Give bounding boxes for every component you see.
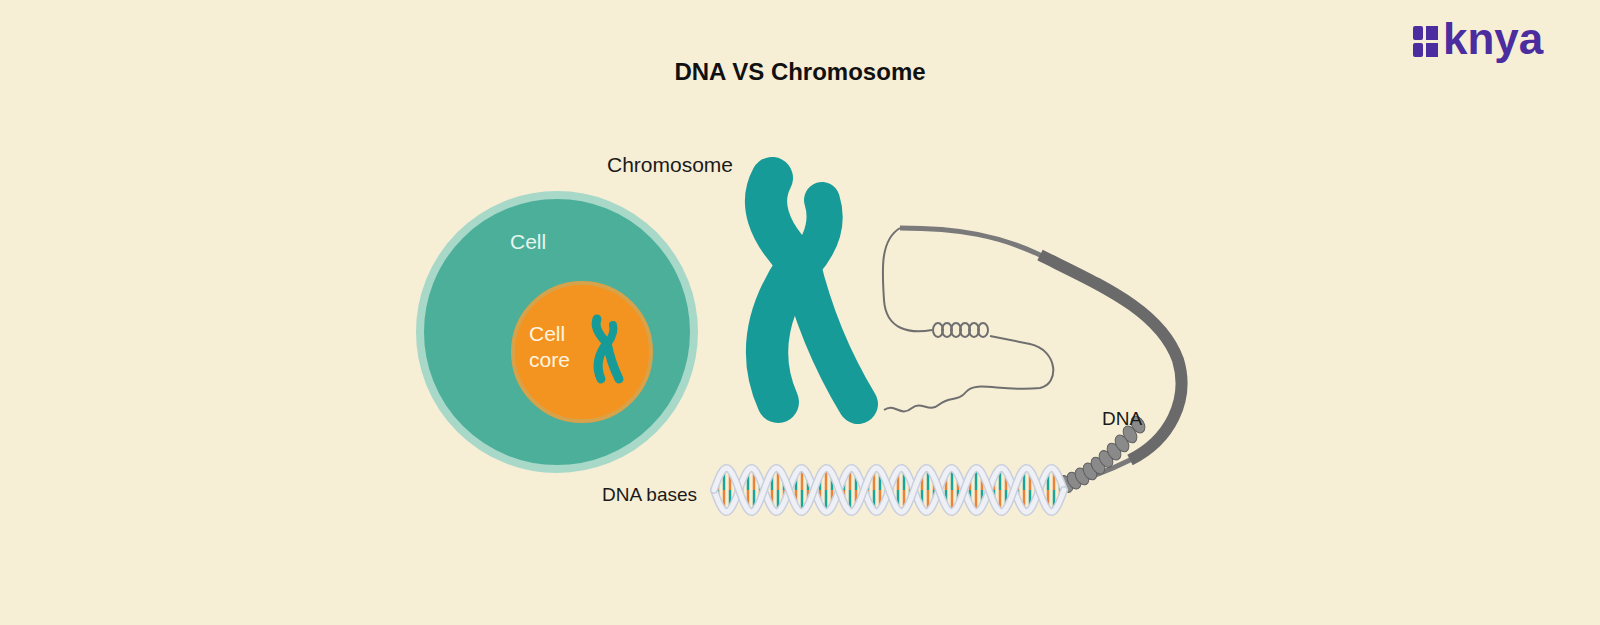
logo-icon (1413, 26, 1438, 57)
chromosome-label: Chromosome (607, 153, 733, 177)
mini-chromosome-arms (596, 319, 619, 379)
mini-chromosome (587, 311, 627, 391)
cell-label: Cell (510, 229, 546, 255)
dna-band (1040, 255, 1181, 460)
core-label: Cell core (529, 321, 581, 374)
title: DNA VS Chromosome (0, 58, 1600, 86)
cell-circle: CellCell core (416, 191, 698, 473)
strand (714, 468, 1064, 512)
dna-band (900, 228, 1181, 484)
dna-thread (883, 228, 1053, 411)
strand (714, 468, 1064, 512)
dna-bases-label: DNA bases (602, 484, 697, 506)
dna-label: DNA (1102, 408, 1142, 430)
strand (714, 468, 1064, 512)
chromosome (766, 178, 858, 404)
logo-text: knya (1443, 14, 1543, 64)
dna-helix (714, 468, 1064, 512)
dna-coil (933, 323, 988, 337)
nucleus-circle: Cell core (511, 281, 653, 423)
coil-loop (978, 323, 988, 337)
strand (714, 468, 1064, 512)
